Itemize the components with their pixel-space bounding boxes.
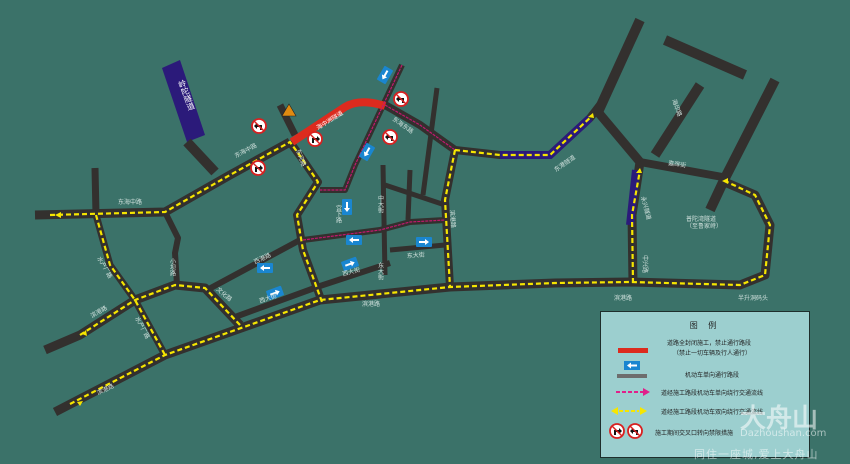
road-gongxia bbox=[320, 63, 405, 193]
legend-text: 道经施工路段机动车单向绕行交通流线 bbox=[661, 390, 764, 397]
no-turn-sign-icon bbox=[307, 131, 323, 147]
label: 普陀湾隧道 bbox=[686, 215, 716, 223]
label: 滨港路 bbox=[614, 294, 632, 302]
road-donghai-zhonglu bbox=[34, 138, 293, 220]
label: 中兴路 bbox=[641, 255, 649, 273]
one-way-sign-icon bbox=[376, 65, 394, 85]
oneway-line bbox=[384, 104, 456, 151]
no-turn-sign-icon bbox=[251, 118, 267, 134]
road-haiyin-2 bbox=[650, 82, 705, 158]
label: 东大街 bbox=[377, 261, 384, 281]
watermark-slogan: 同住一座城,爱上大舟山 bbox=[694, 448, 819, 461]
legend-closed-swatch bbox=[618, 348, 648, 353]
label: 嘉晖街 bbox=[668, 159, 687, 169]
closed-road bbox=[289, 98, 387, 146]
road-ne bbox=[662, 35, 748, 80]
road-xiaoba bbox=[162, 210, 181, 286]
road-east-vertical bbox=[705, 77, 780, 213]
one-way-sign-icon bbox=[257, 263, 273, 273]
oneway-line bbox=[320, 64, 403, 191]
legend-text: 施工期间交叉口转向禁限措施 bbox=[655, 430, 734, 437]
legend-text: 机动车单向通行路段 bbox=[685, 372, 740, 379]
road-donghai-donglu bbox=[383, 101, 604, 159]
tunnel-approach bbox=[183, 138, 219, 176]
yellow-dashed-arrow-icon bbox=[611, 407, 647, 415]
road-zhongda bbox=[380, 164, 388, 276]
no-turn-signs-icon bbox=[609, 423, 643, 439]
pink-dashed-arrow-icon bbox=[616, 388, 650, 396]
label: 东港隧道 bbox=[553, 153, 577, 173]
turn-ban-signs bbox=[250, 91, 409, 176]
road-dongda bbox=[389, 242, 446, 253]
legend-text: 道经施工路段机动车双向绕行交通流线 bbox=[661, 409, 764, 416]
label: 永兴隧道 bbox=[639, 195, 653, 220]
one-way-sign-icon bbox=[346, 235, 362, 245]
legend-subtext: （禁止一切车辆及行人通行） bbox=[673, 350, 752, 357]
label: 半升洞码头 bbox=[738, 294, 768, 302]
no-turn-sign-icon bbox=[382, 129, 398, 145]
road-north-stub bbox=[420, 87, 440, 196]
watermark-brand: 大舟山 bbox=[740, 404, 819, 434]
label: 滨港路 bbox=[448, 209, 458, 228]
label: 滨港路 bbox=[362, 300, 380, 308]
label: （至鲁家峙） bbox=[686, 222, 722, 230]
road-xigang bbox=[205, 237, 302, 293]
road-jinghui bbox=[639, 158, 729, 182]
tunnel-lingtuo bbox=[162, 60, 205, 142]
tunnel-donggang bbox=[500, 115, 593, 159]
label: 小坝路 bbox=[169, 257, 176, 277]
road-nongxi bbox=[286, 139, 326, 304]
no-turn-sign-icon bbox=[250, 160, 266, 176]
construction-warning-icon bbox=[281, 103, 297, 117]
one-way-sign-icon bbox=[416, 237, 432, 247]
label: 东海中路 bbox=[118, 198, 142, 206]
label: 东大街 bbox=[406, 250, 425, 260]
label: 宫下路 bbox=[335, 204, 342, 224]
road-stub bbox=[276, 103, 299, 137]
one-way-sign-icon bbox=[617, 361, 647, 378]
label: 中大街 bbox=[377, 194, 384, 214]
road-small-2 bbox=[384, 182, 446, 208]
legend-title: 图 例 bbox=[689, 321, 721, 330]
road-haiyin bbox=[593, 17, 645, 115]
legend-text: 道路全封闭施工，禁止通行路段 bbox=[667, 340, 752, 347]
oneway-line bbox=[302, 219, 446, 241]
legend: 图 例 道路全封闭施工，禁止通行路段 （禁止一切车辆及行人通行） 机动车单向通行… bbox=[600, 311, 810, 458]
detour-routes bbox=[49, 113, 772, 406]
watermark-site: Dazhoushan.com bbox=[740, 428, 827, 439]
one-way-sign-icon bbox=[342, 199, 352, 215]
no-turn-sign-icon bbox=[393, 91, 409, 107]
